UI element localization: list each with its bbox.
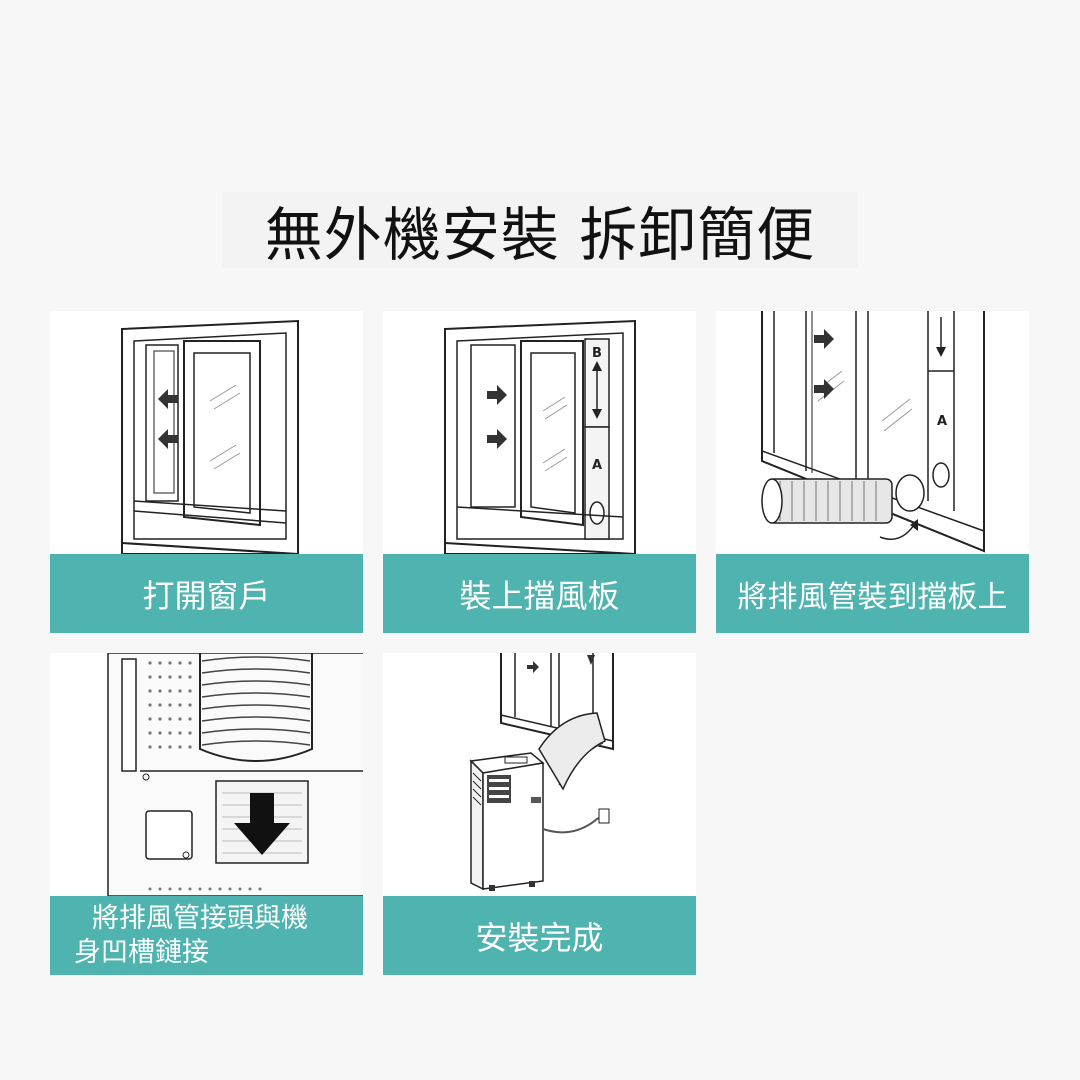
headline-backdrop <box>222 192 858 268</box>
step-caption: 裝上擋風板 <box>383 554 696 633</box>
step-card-open-window: 打開窗戶 <box>50 311 363 633</box>
step-caption: 將排風管接頭與機 身凹槽鏈接 <box>50 896 363 975</box>
panel-label-a: A <box>592 458 602 473</box>
step-card-connect-hose: 將排風管接頭與機 身凹槽鏈接 <box>50 653 363 975</box>
step-card-attach-hose: A 將排風管裝到擋板上 <box>716 311 1029 633</box>
step-caption: 打開窗戶 <box>50 554 363 633</box>
step-caption: 安裝完成 <box>383 896 696 975</box>
attach-hose-illustration: A <box>716 311 1029 554</box>
step-caption-line-2: 身凹槽鏈接 <box>74 936 209 968</box>
step-card-install-panel: B A 裝上擋風板 <box>383 311 696 633</box>
install-panel-illustration: B A <box>383 311 696 554</box>
panel-label-a: A <box>937 414 947 429</box>
page-title: 無外機安裝 拆卸簡便 <box>264 201 816 269</box>
install-complete-illustration <box>383 653 696 896</box>
step-card-complete: 安裝完成 <box>383 653 696 975</box>
step-caption: 將排風管裝到擋板上 <box>716 554 1029 633</box>
connect-hose-illustration <box>50 653 363 896</box>
panel-label-b: B <box>592 346 602 361</box>
open-window-illustration <box>50 311 363 554</box>
step-caption-line-1: 將排風管接頭與機 <box>92 902 308 934</box>
